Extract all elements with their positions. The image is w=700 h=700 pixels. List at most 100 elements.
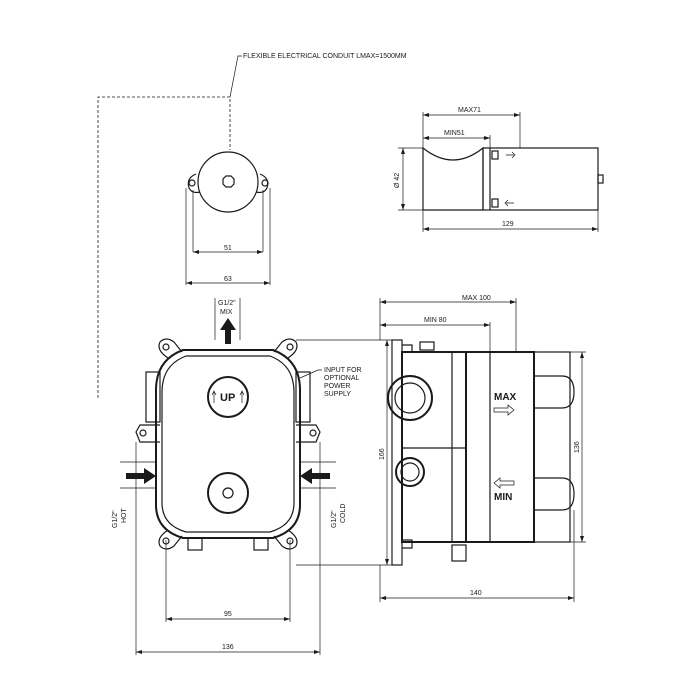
cold-inlet-arrow-icon [300,468,330,484]
bottom-tab [451,544,467,562]
hot-inlet-arrow-icon [126,468,156,484]
dim-knob-63: 63 [224,276,232,283]
foot-left [187,537,203,551]
arrowhead [514,113,520,117]
conduit-dashed-line [97,96,231,398]
knob-ear-left [187,173,201,194]
outlet-fitting-inner [394,382,426,414]
lug-hole [286,343,294,351]
knob-ear-right [255,173,269,194]
mini-arrow-left [504,199,514,207]
side-pipe-left [145,371,161,423]
arrowhead [314,650,320,654]
hot-thread-label: G1/2" [112,510,119,528]
spindle-hole [222,487,234,499]
mixer-body-outer [155,349,301,539]
lug-hole [162,343,170,351]
arrowhead [580,352,584,358]
arrowhead [284,617,290,621]
arrowhead [166,617,172,621]
mini-marker [491,198,499,208]
mini-arrow-right [506,151,516,159]
spindle-circle [207,472,249,514]
knob-profile [422,146,484,211]
dim-top-min51: MIN51 [444,130,465,137]
cold-thread-label: G1/2" [331,510,338,528]
valve-block [401,351,467,543]
arrowhead [484,323,490,327]
lug-bottom-right [273,529,298,550]
side-lug-right [296,424,321,443]
plate-tab [402,539,413,549]
mix-label: MIX [220,309,233,316]
dim-height-136: 136 [574,441,581,453]
arrowhead [423,113,429,117]
depth-strip [451,351,467,543]
conduit-note: FLEXIBLE ELECTRICAL CONDUIT LMAX=1500MM [243,53,407,60]
mixer-side-view: 166 MAX MIN MAX 100 [379,295,586,602]
hot-label: HOT [121,508,128,524]
input-label-4: SUPPLY [324,391,351,398]
input-leader [299,369,322,379]
arrowhead [380,323,386,327]
dim-top-max71: MAX71 [458,107,481,114]
mini-marker [491,150,499,160]
arrowhead [136,650,142,654]
max-arrow-icon [493,404,515,416]
rear-pipe-top [534,375,575,409]
knob-disc [197,151,259,213]
arrowhead [186,281,192,285]
cold-label: COLD [340,504,347,523]
plate-tab [402,344,413,353]
mix-arrow-icon [220,318,236,344]
foot-right [253,537,269,551]
knob-ear-hole-right [261,179,269,187]
input-label-3: POWER [324,383,350,390]
input-label-1: INPUT FOR [324,367,362,374]
up-arrow-left-icon [211,390,217,403]
up-circle [207,376,249,418]
rear-pipe-bottom [534,477,575,511]
arrowhead [484,136,490,140]
top-tab [419,341,435,351]
lug-hole [309,429,317,437]
max-label: MAX [494,392,517,403]
knob-nut [222,175,235,188]
lug-bottom-left [158,529,183,550]
dim-width-140: 140 [470,590,482,597]
inlet-fitting-outer [395,457,425,487]
lug-hole [139,429,147,437]
cartridge-body [482,147,599,211]
arrowhead [423,227,429,231]
arrowhead [385,340,389,346]
inlet-fitting-inner [400,462,420,482]
dim-front-95: 95 [224,611,232,618]
front-view: G1/2" MIX UP [112,298,392,655]
min-arrow-icon [493,477,515,489]
conduit-group: FLEXIBLE ELECTRICAL CONDUIT LMAX=1500MM [97,53,407,398]
up-label: UP [220,392,235,404]
cartridge-stub [597,174,604,184]
arrowhead [264,281,270,285]
top-knob-view: 51 63 [185,151,271,285]
side-lug-left [135,424,160,443]
arrowhead [257,250,263,254]
arrowhead [592,227,598,231]
arrowhead [580,536,584,542]
input-label-2: OPTIONAL [324,375,360,382]
arrowhead [510,300,516,304]
mix-thread-label: G1/2" [218,300,236,307]
dim-height-166: 166 [379,448,386,460]
arrowhead [193,250,199,254]
knob-side-view: MAX71 MIN51 Ø 42 129 [394,107,604,232]
dim-side-min80: MIN 80 [424,317,447,324]
arrowhead [380,596,386,600]
dim-dia-42: Ø 42 [394,173,401,188]
lug-top-right [273,338,298,359]
knob-ear-hole-left [188,179,196,187]
arrowhead [385,559,389,565]
rear-body [533,351,571,543]
conduit-leader [229,55,242,98]
arrowhead [401,148,405,154]
